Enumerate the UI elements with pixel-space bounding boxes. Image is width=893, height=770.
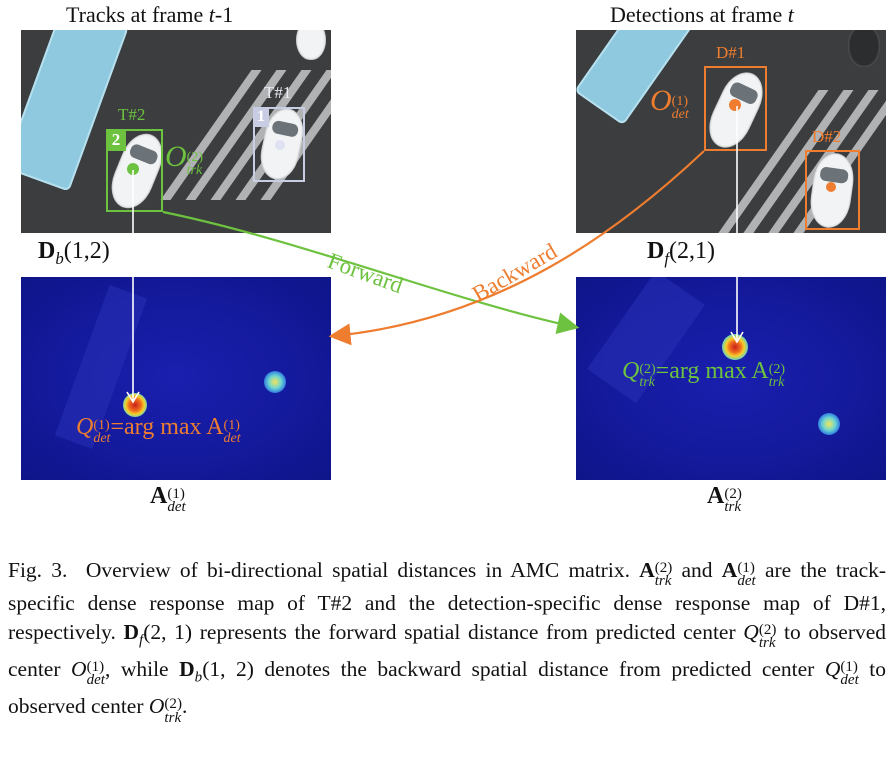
backward-arrow — [328, 150, 705, 346]
o-det-label: O(1)det — [650, 84, 689, 122]
track-response-map — [576, 277, 886, 480]
track-1-badge: 1 — [253, 107, 269, 127]
track-2-label: T#2 — [118, 105, 146, 124]
q-trk-equation: Q(2)trk=arg max A(2)trk — [622, 358, 786, 390]
track-1-box — [253, 107, 305, 182]
detection-2-center — [826, 182, 836, 192]
detection-2-label: D#2 — [812, 127, 842, 146]
det-secondary-blob — [264, 371, 286, 393]
detection-1-box — [704, 66, 767, 151]
a-trk-label: A(2)trk — [707, 483, 742, 516]
forward-arrow — [162, 210, 580, 335]
detections-frame-image — [576, 30, 886, 233]
o-trk-label: O(2)trk — [165, 140, 203, 178]
figure-caption: Fig. 3. Overview of bi-directional spati… — [8, 558, 887, 726]
track-2-center — [127, 163, 139, 175]
right-panel-title: Detections at frame t — [610, 2, 794, 27]
tracks-frame-image — [21, 30, 331, 233]
det-peak-blob — [123, 393, 147, 417]
track-2-badge: 2 — [106, 129, 126, 151]
detection-1-label: D#1 — [716, 43, 746, 62]
forward-distance-label: Df(2,1) — [647, 238, 715, 268]
q-det-equation: Q(1)det=arg max A(1)det — [76, 414, 241, 446]
backward-distance-label: Db(1,2) — [38, 238, 110, 268]
trk-secondary-blob — [818, 413, 840, 435]
a-det-label: A(1)det — [150, 483, 186, 516]
left-panel-title: Tracks at frame t-1 — [66, 2, 234, 27]
track-1-label: T#1 — [264, 83, 292, 102]
arrows-overlay — [162, 150, 705, 346]
detection-1-center — [729, 99, 741, 111]
detection-2-box — [805, 150, 860, 230]
track-1-center — [275, 140, 285, 150]
detection-response-map — [21, 277, 331, 480]
track-2-box — [106, 129, 163, 212]
